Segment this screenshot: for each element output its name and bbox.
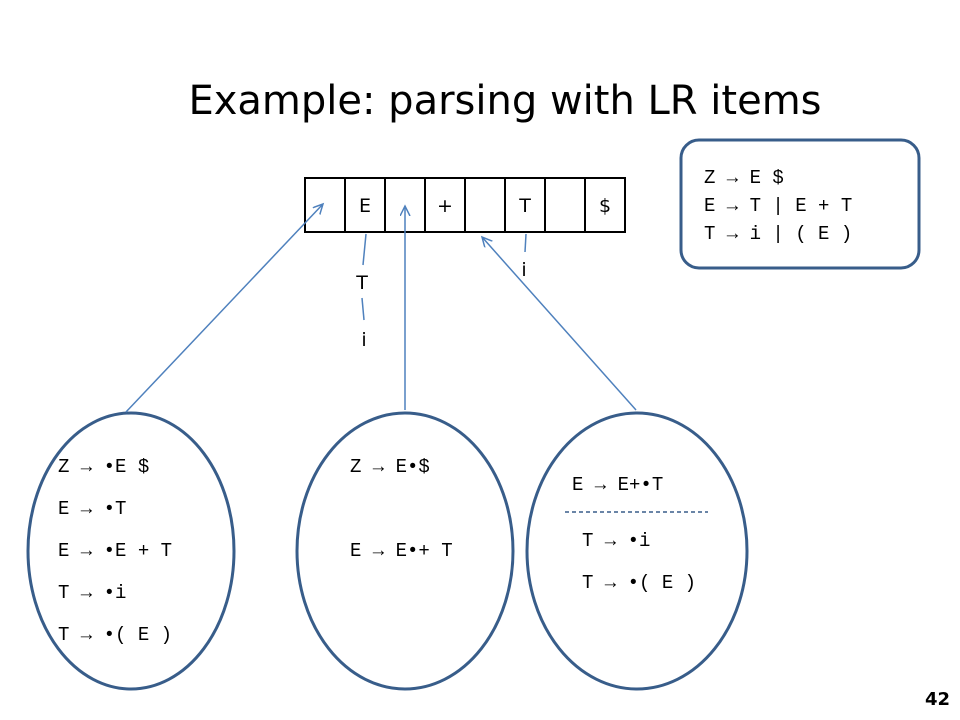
state-left: Z → •E $ E → •T E → •E + T T → •i T → •(… — [58, 456, 172, 646]
lr-item: Z → E•$ — [350, 456, 430, 478]
tape-cell: $ — [599, 195, 611, 217]
state-right-ellipse — [525, 411, 749, 691]
state-left-ellipse — [26, 411, 236, 691]
grammar-rule: T → i | ( E ) — [704, 223, 852, 245]
slide-title: Example: parsing with LR items — [188, 78, 822, 124]
state-middle-ellipse — [295, 411, 515, 691]
lr-item: T → •( E ) — [582, 572, 696, 594]
tape-cell: T — [518, 195, 531, 217]
parse-tree: T i i — [355, 233, 527, 351]
tree-edge — [361, 297, 365, 321]
lr-item: Z → •E $ — [58, 456, 149, 478]
tape-cell: E — [359, 195, 371, 217]
state-right-arrow — [482, 237, 637, 411]
grammar-box-frame — [679, 138, 921, 270]
lr-item: E → •E + T — [58, 540, 172, 562]
tape-cell: + — [437, 195, 453, 217]
grammar-rule: E → T | E + T — [704, 195, 852, 217]
tree-node-i: i — [361, 329, 366, 351]
page-number: 42 — [924, 689, 950, 710]
tree-node-i: i — [521, 259, 526, 281]
lr-item: T → •( E ) — [58, 624, 172, 646]
grammar-rule: Z → E $ — [704, 167, 784, 189]
state-left-arrow — [125, 204, 323, 413]
state-right: E → E+•T T → •i T → •( E ) — [565, 474, 708, 594]
tree-edge — [362, 233, 367, 266]
lr-item: T → •i — [58, 582, 126, 604]
tree-node-T: T — [355, 272, 368, 294]
lr-item: E → E+•T — [572, 474, 663, 496]
input-tape: E + T $ — [304, 177, 626, 233]
tree-edge — [524, 233, 527, 253]
lr-item: E → •T — [58, 498, 126, 520]
state-middle: Z → E•$ E → E•+ T — [350, 456, 453, 562]
lr-item: E → E•+ T — [350, 540, 453, 562]
grammar-box: Z → E $ E → T | E + T T → i | ( E ) — [679, 138, 921, 270]
lr-item: T → •i — [582, 530, 650, 552]
